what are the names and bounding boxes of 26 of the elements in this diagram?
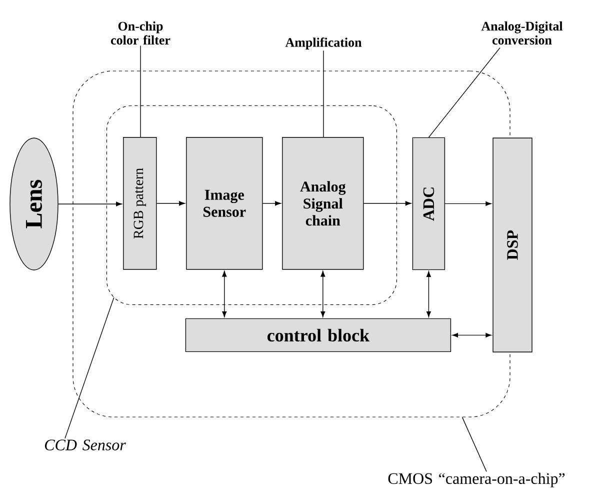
dashed-region — [106, 105, 397, 305]
arrow — [426, 271, 431, 318]
leader-line — [462, 416, 487, 472]
arrow — [363, 201, 412, 206]
arrow — [452, 332, 492, 338]
leader-line — [64, 297, 114, 439]
callout-label: CCD Sensor — [45, 440, 126, 450]
arrow — [156, 201, 185, 206]
callout-label: Amplification — [285, 38, 362, 50]
callout-label: CMOS “camera-on-a-chip” — [388, 472, 565, 488]
process-block: DSP — [492, 138, 532, 352]
process-block: RGB pattern — [123, 137, 157, 270]
leader-line — [323, 50, 324, 138]
callout-label: Analog-Digital conversion — [481, 21, 563, 45]
arrow — [58, 202, 122, 206]
arrow — [262, 201, 281, 206]
leader-line — [428, 47, 500, 138]
process-block: control block — [185, 318, 452, 352]
process-block: ADC — [412, 137, 446, 270]
process-block: Analog Signal chain — [282, 137, 364, 270]
arrow — [222, 270, 227, 318]
arrow — [444, 201, 492, 206]
process-block: Image Sensor — [186, 137, 263, 270]
leader-line — [140, 45, 141, 138]
arrow — [320, 270, 326, 318]
callout-label: On-chip color filter — [111, 21, 170, 45]
